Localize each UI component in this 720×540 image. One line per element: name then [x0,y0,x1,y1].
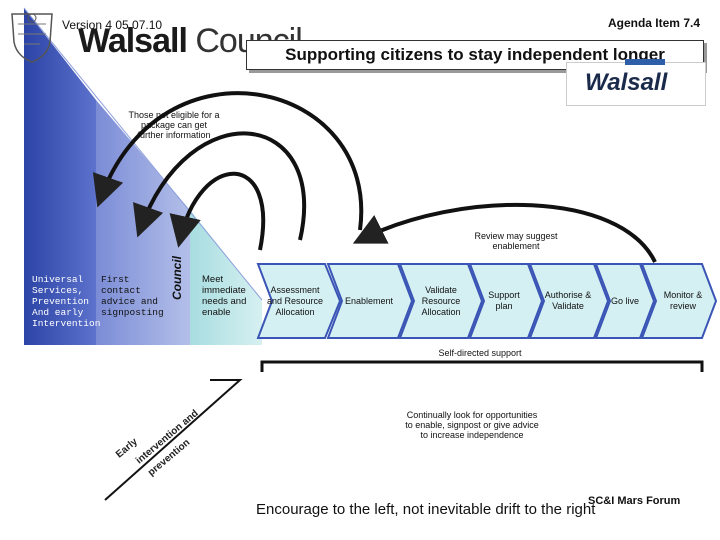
curved-arrow-outer [92,91,364,231]
curved-arrow-3 [169,171,266,251]
agenda-item-label: Agenda Item 7.4 [607,16,700,30]
version-label: Version 4 05.07.10 [62,18,163,32]
tier-first-contact: First contact advice and signposting [101,274,164,318]
step-enablement [326,263,414,339]
self-directed-brace [260,360,704,372]
step-assessment [256,263,342,339]
self-directed-label: Self-directed support [438,348,522,358]
step-support-plan [468,263,544,339]
continually-note: Continually look for opportunities to en… [405,410,539,440]
early-intervention-wedge [24,345,262,500]
step-label-assessment: Assessment and Resource Allocation [266,284,324,317]
logo-word: Walsall [585,69,668,96]
step-go-live [594,263,656,339]
tier-council: Council [170,256,184,300]
step-label-validate: Validate Resource Allocation [421,284,461,317]
curved-arrow-2 [133,131,307,241]
headline-banner: Supporting citizens to stay independent … [246,40,704,70]
tier-meet-needs: Meet immediate needs and enable [202,274,247,318]
step-label-authorise: Authorise & Validate [544,290,592,311]
logo-mark-icon [625,59,665,65]
review-note: Review may suggest enablement [474,231,558,251]
step-authorise [528,263,610,339]
step-label-go-live: Go live [610,295,639,306]
walsall-logo: Walsall [566,59,706,106]
early-intervention-bracket [104,379,243,501]
forum-label: SC&I Mars Forum [588,495,681,507]
step-monitor [640,263,718,339]
process-steps [256,263,718,339]
council-crest-icon [11,13,53,63]
tier-universal: Universal Services, Prevention And early… [32,274,101,329]
not-eligible-note: Those not eligible for a package can get… [128,110,220,140]
curved-arrow-review [352,202,657,263]
step-label-enablement: Enablement [344,295,394,306]
footer-tagline: Encourage to the left, not inevitable dr… [256,501,596,518]
org-name-bold: Walsall [78,22,188,60]
step-label-support-plan: Support plan [488,290,520,311]
step-label-monitor: Monitor & review [663,290,703,311]
step-validate [398,263,484,339]
